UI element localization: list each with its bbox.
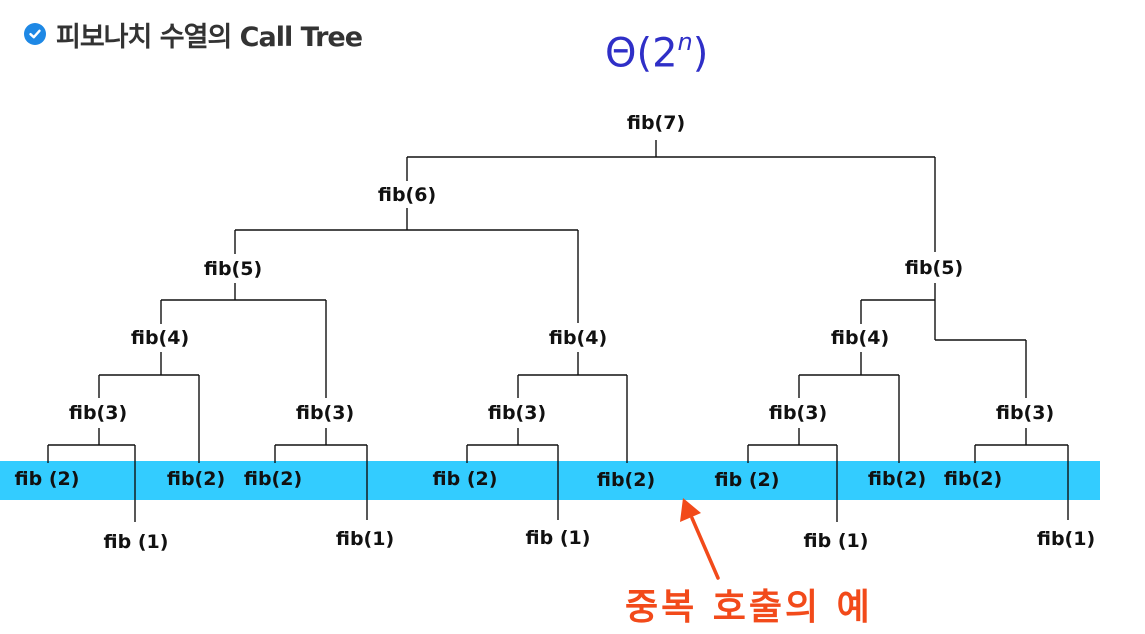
complexity-exponent: n — [677, 28, 693, 56]
node-fib-2: fib(2) — [243, 468, 303, 490]
node-fib-5-right: fib(5) — [904, 257, 964, 279]
page-title: 피보나치 수열의 Call Tree — [56, 21, 363, 53]
duplicate-calls-band — [0, 461, 1100, 500]
node-fib-1: fib(1) — [335, 528, 395, 550]
node-fib-1: fib(1) — [1036, 528, 1096, 550]
node-fib-6: fib(6) — [377, 184, 437, 206]
node-fib-2: fib (2) — [714, 469, 780, 491]
node-fib-2: fib (2) — [432, 468, 498, 490]
duplicate-call-note: 중복 호출의 예 — [625, 587, 873, 628]
complexity-prefix: Θ(2 — [605, 30, 678, 77]
node-fib-3: fib(3) — [295, 402, 355, 424]
node-fib-5-left: fib(5) — [203, 258, 263, 280]
node-fib-3: fib(3) — [768, 402, 828, 424]
node-fib-4: fib(4) — [830, 327, 890, 349]
node-fib-3: fib(3) — [68, 402, 128, 424]
node-fib-7: fib(7) — [626, 112, 686, 134]
complexity-suffix: ) — [692, 30, 709, 77]
node-fib-2: fib(2) — [943, 468, 1003, 490]
node-fib-3: fib(3) — [995, 402, 1055, 424]
node-fib-4: fib(4) — [548, 327, 608, 349]
arrow-icon — [680, 498, 720, 580]
node-fib-3: fib(3) — [487, 402, 547, 424]
node-fib-1: fib (1) — [803, 530, 869, 552]
check-circle-icon — [24, 23, 46, 45]
node-fib-4: fib(4) — [130, 327, 190, 349]
node-fib-1: fib (1) — [525, 527, 591, 549]
node-fib-2: fib(2) — [596, 469, 656, 491]
node-fib-2: fib(2) — [867, 468, 927, 490]
complexity-label: Θ(2n) — [605, 28, 709, 77]
node-fib-2: fib (2) — [14, 468, 80, 490]
node-fib-1: fib (1) — [103, 531, 169, 553]
page-title-row: 피보나치 수열의 Call Tree — [24, 14, 363, 54]
node-fib-2: fib(2) — [166, 468, 226, 490]
